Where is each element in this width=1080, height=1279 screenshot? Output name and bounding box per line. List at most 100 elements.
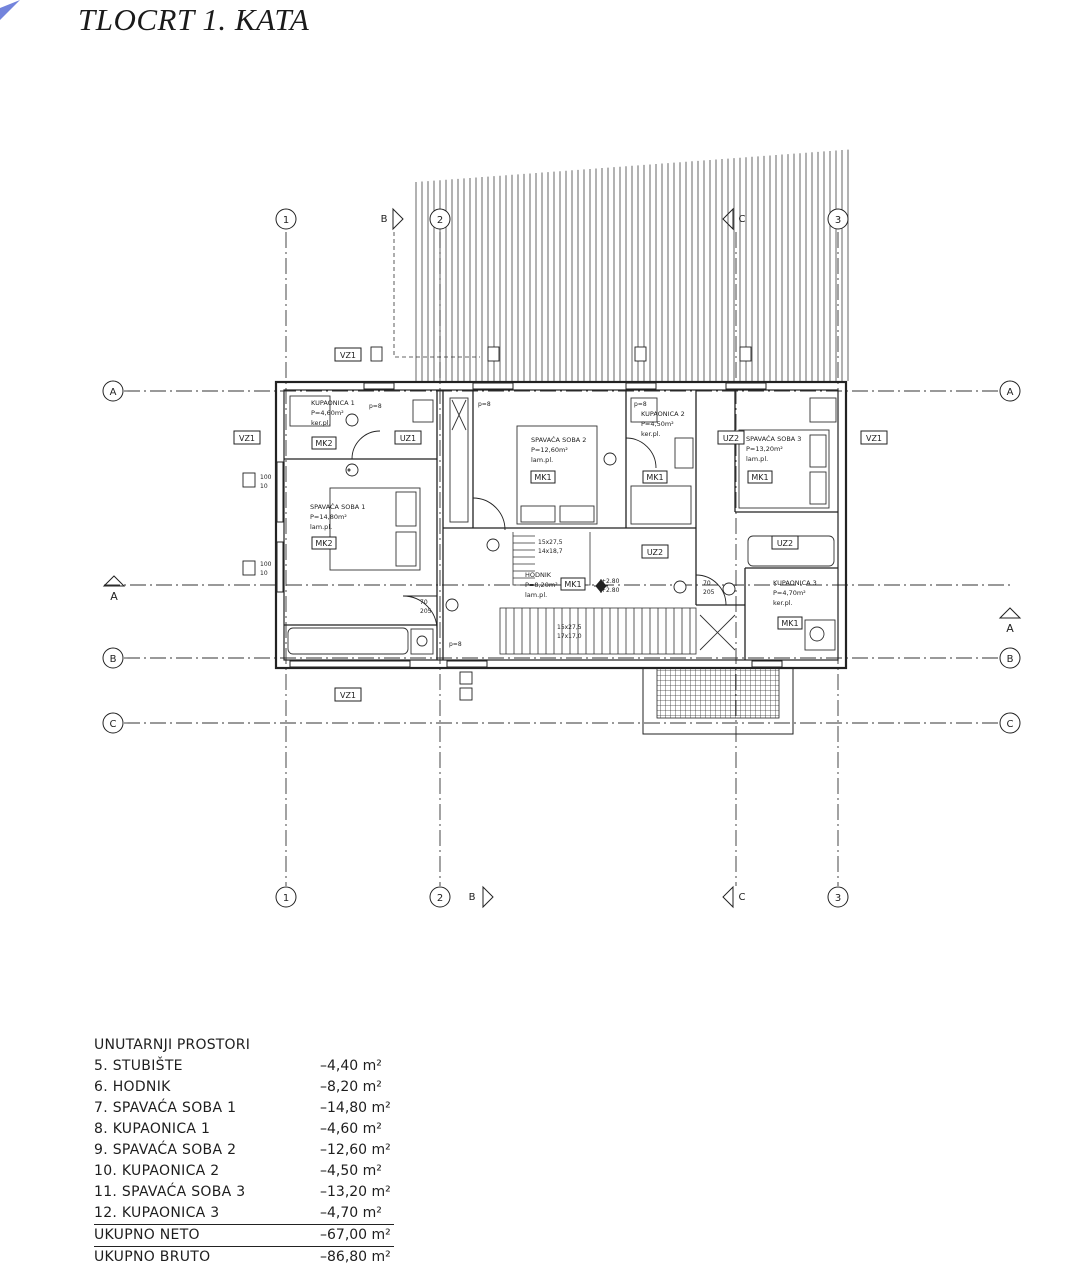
legend-row-label: 9. SPAVAĆA SOBA 2 [94, 1142, 237, 1158]
tag-mk2-bath1: MK2 [311, 436, 337, 450]
legend-gross-area: –86,80 m² [320, 1249, 391, 1265]
svg-text:p=8: p=8 [369, 403, 382, 410]
tag-vz1-top: VZ1 [334, 347, 362, 362]
legend-row: 10. KUPAONICA 2 –4,50 m² [94, 1161, 394, 1182]
tag-vz1-right: VZ1 [860, 430, 888, 445]
legend-row-area: –4,50 m² [320, 1163, 382, 1179]
svg-text:1: 1 [283, 893, 289, 904]
legend-row: 11. SPAVAĆA SOBA 3–13,20 m² [94, 1182, 394, 1203]
svg-text:C: C [739, 214, 746, 225]
svg-text:SPAVAĆA SOBA 1: SPAVAĆA SOBA 1 [310, 502, 365, 511]
axis-bubble-1-bottom: 1 [275, 886, 297, 908]
axis-bubble-1-top: 1 [275, 208, 297, 230]
svg-text:70: 70 [420, 599, 428, 606]
legend-row-label: 6. HODNIK [94, 1079, 171, 1095]
svg-text:VZ1: VZ1 [866, 434, 882, 443]
svg-text:B: B [469, 892, 476, 903]
section-mark-a-left: A [102, 575, 126, 603]
legend-net-area: –67,00 m² [320, 1227, 391, 1243]
svg-text:KUPAONICA 1: KUPAONICA 1 [311, 399, 355, 407]
grid-lines [104, 232, 1010, 886]
legend-row-area: –4,70 m² [320, 1205, 382, 1221]
svg-text:UZ2: UZ2 [647, 548, 663, 557]
svg-text:KUPAONICA 2: KUPAONICA 2 [641, 410, 685, 418]
svg-text:P=4,50m²: P=4,50m² [641, 420, 674, 428]
element-tags: VZ1 VZ1 VZ1 VZ1 UZ1 UZ2 UZ2 UZ2 MK2 MK2 … [233, 347, 888, 702]
svg-text:UZ2: UZ2 [777, 539, 793, 548]
svg-text:MK1: MK1 [564, 580, 581, 589]
legend-row-area: –4,40 m² [320, 1058, 382, 1074]
svg-text:C: C [1007, 719, 1014, 730]
windows [276, 382, 783, 668]
axis-bubble-2-top: 2 [429, 208, 451, 230]
exterior-walls [274, 380, 848, 670]
axis-bubble-3-top: 3 [827, 208, 849, 230]
axis-bubble-2-bottom: 2 [429, 886, 451, 908]
svg-text:+2.80: +2.80 [601, 578, 620, 585]
tag-vz1-left: VZ1 [233, 430, 261, 445]
legend-row-label: 5. STUBIŠTE [94, 1058, 183, 1074]
svg-text:VZ1: VZ1 [340, 351, 356, 360]
tag-mk1-room2: MK1 [530, 470, 556, 484]
svg-text:lam.pl.: lam.pl. [746, 455, 768, 463]
legend-row-area: –14,80 m² [320, 1100, 391, 1116]
terrace-hatch [642, 667, 794, 735]
svg-text:15x27,5: 15x27,5 [557, 624, 582, 631]
tag-uz2-bath3: UZ2 [771, 535, 799, 550]
tag-uz2-hall: UZ2 [641, 544, 669, 559]
svg-text:2: 2 [437, 215, 443, 226]
svg-text:UZ2: UZ2 [723, 434, 739, 443]
svg-text:lam.pl.: lam.pl. [531, 456, 553, 464]
doors [351, 430, 727, 631]
dimension-notes: +2.80 +2.80 15x27,5 14x18,7 15x27,5 17x1… [260, 401, 715, 648]
svg-text:205: 205 [703, 589, 715, 596]
axis-bubble-a-left: A [102, 380, 124, 402]
legend-row-label: 12. KUPAONICA 3 [94, 1205, 220, 1221]
svg-text:p=8: p=8 [478, 401, 491, 408]
svg-text:VZ1: VZ1 [340, 691, 356, 700]
axis-bubble-a-right: A [999, 380, 1021, 402]
svg-text:205: 205 [420, 608, 432, 615]
svg-text:14x18,7: 14x18,7 [538, 548, 563, 555]
room-label-spavaca-soba-2: SPAVAĆA SOBA 2 P=12,60m² lam.pl. [531, 435, 586, 464]
svg-text:MK1: MK1 [751, 473, 768, 482]
legend-gross-label: UKUPNO BRUTO [94, 1249, 211, 1265]
svg-text:MK2: MK2 [315, 539, 332, 548]
svg-text:B: B [381, 214, 388, 225]
svg-text:KUPAONICA 3: KUPAONICA 3 [773, 579, 817, 587]
detail-markers [345, 413, 736, 612]
svg-text:10: 10 [260, 570, 268, 577]
svg-text:100: 100 [260, 474, 272, 481]
svg-text:+2.80: +2.80 [601, 587, 620, 594]
legend-row: 5. STUBIŠTE –4,40 m² [94, 1056, 394, 1077]
roof-outline [393, 232, 480, 358]
legend-row-label: 10. KUPAONICA 2 [94, 1163, 220, 1179]
svg-text:B: B [110, 654, 117, 665]
svg-text:P=13,20m²: P=13,20m² [746, 445, 783, 453]
svg-text:SPAVAĆA SOBA 2: SPAVAĆA SOBA 2 [531, 435, 586, 444]
room-label-hodnik: HODNIK P=8,20m² lam.pl. [525, 571, 558, 599]
legend-net-row: UKUPNO NETO –67,00 m² [94, 1224, 394, 1246]
svg-text:15x27,5: 15x27,5 [538, 539, 563, 546]
axis-bubble-3-bottom: 3 [827, 886, 849, 908]
legend-row: 6. HODNIK–8,20 m² [94, 1077, 394, 1098]
tag-mk1-bath2: MK1 [642, 470, 668, 484]
legend-row-area: –12,60 m² [320, 1142, 391, 1158]
staircase [499, 532, 697, 655]
svg-text:A: A [110, 387, 117, 398]
level-symbol [594, 579, 608, 593]
svg-text:C: C [739, 892, 746, 903]
legend-row-label: 7. SPAVAĆA SOBA 1 [94, 1100, 237, 1116]
room-label-kupaonica-1: KUPAONICA 1 P=4,60m² ker.pl. [311, 399, 355, 427]
legend-row: 8. KUPAONICA 1–4,60 m² [94, 1119, 394, 1140]
svg-text:A: A [1007, 387, 1014, 398]
room-label-kupaonica-2: KUPAONICA 2 P=4,50m² ker.pl. [641, 410, 685, 438]
axis-bubble-b-left: B [102, 647, 124, 669]
legend-row: 7. SPAVAĆA SOBA 1 –14,80 m² [94, 1098, 394, 1119]
tag-mk2-room1: MK2 [311, 536, 337, 550]
interior-walls [284, 390, 838, 660]
svg-text:ker.pl.: ker.pl. [773, 599, 793, 607]
svg-text:1: 1 [283, 215, 289, 226]
